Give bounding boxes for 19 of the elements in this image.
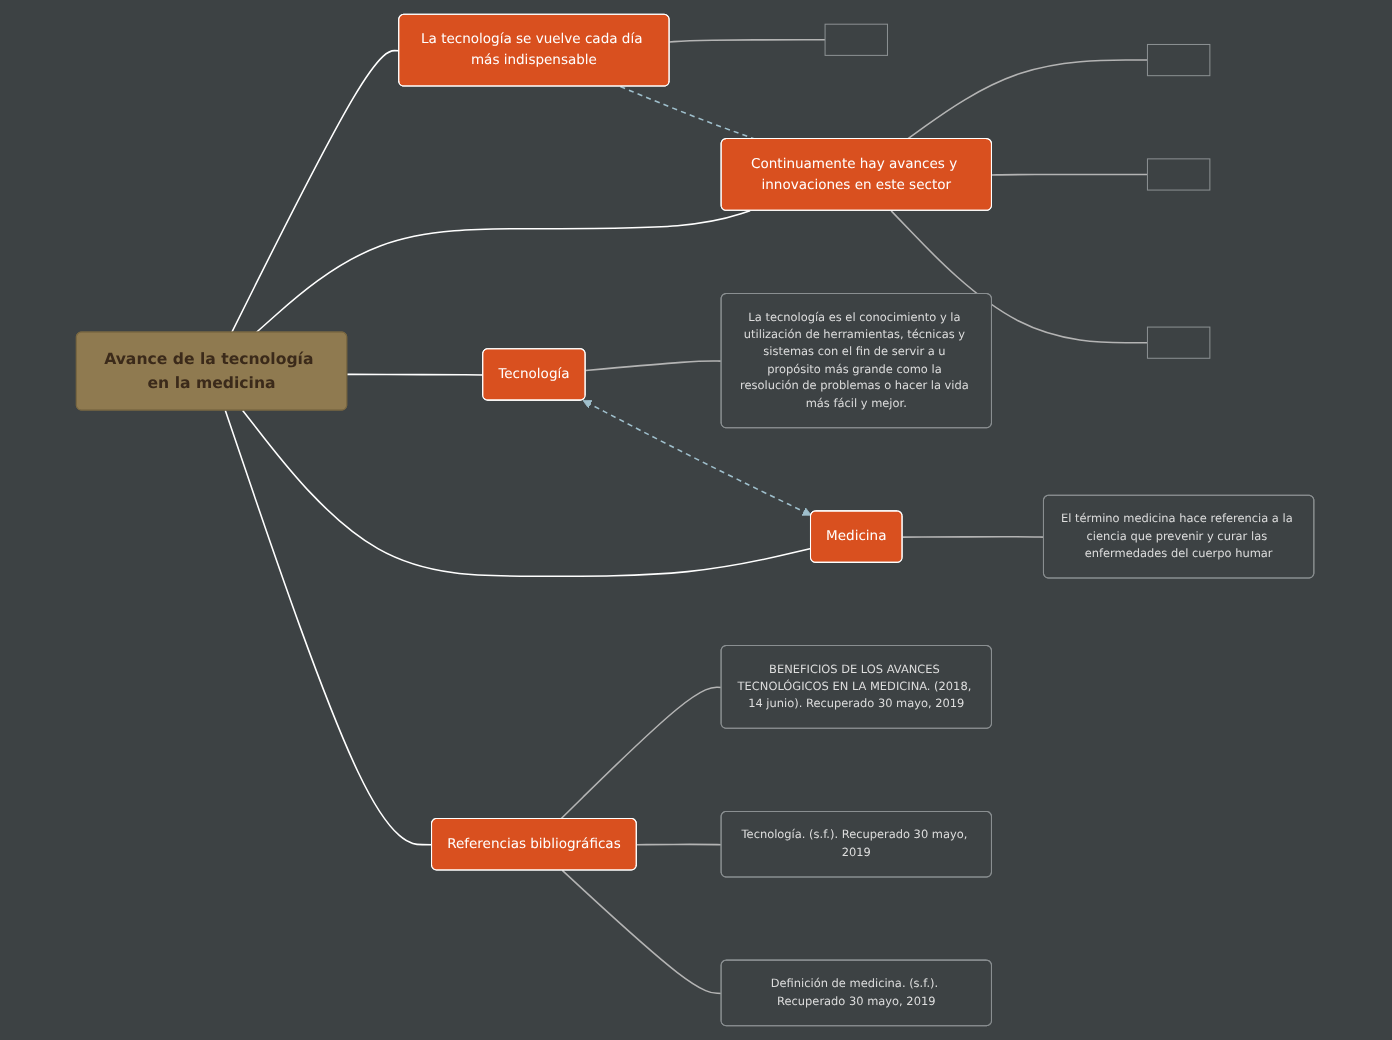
connector <box>347 373 485 376</box>
connector <box>992 173 1150 176</box>
node-box <box>1147 158 1212 191</box>
connector <box>242 409 813 578</box>
connector <box>231 49 401 334</box>
connector <box>669 39 827 43</box>
node-box <box>1147 326 1212 359</box>
connector <box>562 869 724 995</box>
node-box <box>1147 43 1212 77</box>
connector <box>907 59 1150 140</box>
connector <box>891 210 1150 344</box>
connector <box>902 536 1046 538</box>
connector <box>585 360 724 372</box>
connector <box>636 843 724 846</box>
connector <box>225 409 434 846</box>
arrow <box>583 399 813 516</box>
connector <box>256 210 752 334</box>
node-box <box>825 23 889 56</box>
connector <box>560 686 724 820</box>
